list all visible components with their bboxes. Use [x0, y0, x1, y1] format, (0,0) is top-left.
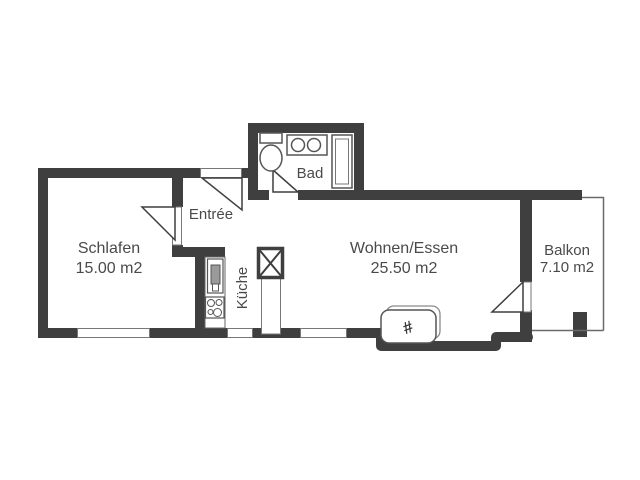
sink-basin-right-icon — [306, 137, 322, 153]
wall-entree-divider — [172, 168, 183, 207]
room-balkon-area: 7.10 m2 — [539, 259, 595, 276]
shaft-cross-icon — [258, 249, 283, 278]
stove-burner-icon — [213, 308, 222, 317]
room-wohnen-label: Wohnen/Essen — [349, 240, 459, 257]
duct-strip — [261, 277, 281, 335]
room-schlafen: Schlafen 15.00 m2 — [44, 239, 174, 279]
room-schlafen-label: Schlafen — [77, 240, 141, 257]
wall-kueche-divider — [195, 247, 205, 338]
room-bad: Bad — [290, 165, 330, 182]
wall-bottom-2 — [150, 328, 227, 338]
walls — [38, 123, 587, 342]
room-bad-label: Bad — [296, 165, 324, 182]
wall-bad-top — [248, 123, 364, 133]
window-wohnen — [300, 328, 347, 338]
room-schlafen-area: 15.00 m2 — [75, 260, 143, 277]
stove-burner-icon — [207, 309, 214, 315]
room-balkon: Balkon 7.10 m2 — [527, 242, 607, 276]
windows — [77, 328, 347, 338]
room-kueche: Küche — [234, 252, 251, 324]
wall-balkon-stub — [573, 312, 587, 337]
kitchen-sink-basin-icon — [210, 264, 221, 285]
room-entree: Entrée — [182, 206, 240, 223]
shower-tray-icon — [335, 138, 349, 185]
entrance-door-swing-icon — [199, 177, 243, 212]
balkon-door-swing-icon — [490, 280, 524, 313]
entrance-door-leaf — [200, 168, 242, 178]
wall-top-left — [38, 168, 200, 178]
balcony-outline — [532, 196, 605, 332]
doors — [140, 168, 532, 313]
room-wohnen-area: 25.50 m2 — [370, 260, 438, 277]
wall-top-east — [298, 190, 582, 200]
fireplace-icon — [380, 309, 437, 344]
room-balkon-label: Balkon — [544, 242, 590, 259]
wall-bad-left — [248, 123, 258, 198]
room-wohnen: Wohnen/Essen 25.50 m2 — [329, 239, 479, 279]
shaft — [256, 246, 285, 335]
window-schlafen — [77, 328, 150, 338]
wall-bad-right — [354, 123, 364, 198]
wall-left — [38, 168, 48, 338]
wall-bottom-1 — [38, 328, 77, 338]
wall-bottom-4 — [347, 328, 383, 338]
kitchen-sink-drain-icon — [212, 283, 219, 292]
schlafen-door-swing-icon — [140, 206, 176, 242]
room-kueche-label: Küche — [234, 266, 251, 310]
sink-basin-left-icon — [290, 137, 306, 153]
room-entree-label: Entrée — [188, 206, 234, 223]
stove-burner-icon — [215, 299, 223, 306]
stove-burner-icon — [207, 299, 215, 307]
bad-fixtures — [259, 132, 353, 189]
wall-bad-bottom-west — [248, 190, 269, 200]
toilet-icon — [259, 144, 283, 172]
window-kueche — [227, 328, 253, 338]
toilet-tank-icon — [259, 132, 283, 144]
fireplace: # — [380, 305, 441, 344]
kueche-fixtures — [204, 256, 226, 329]
bad-door-swing-icon — [272, 168, 300, 193]
wall-balkon-divider — [520, 190, 532, 282]
